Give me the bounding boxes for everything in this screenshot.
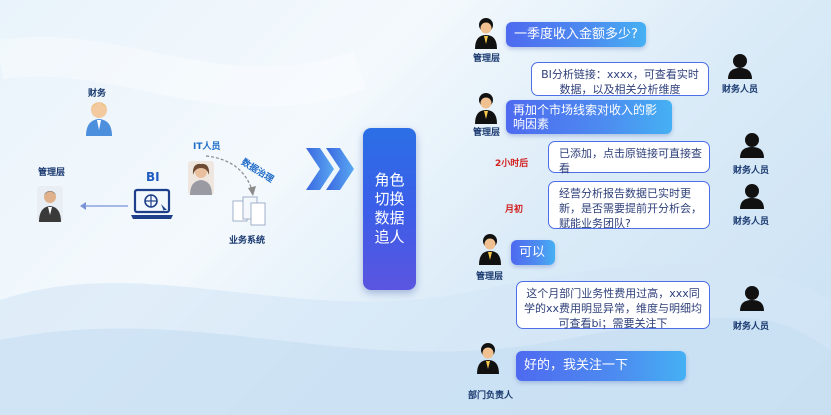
finance-person-icon bbox=[86, 102, 112, 136]
t2-label: 月初 bbox=[505, 205, 524, 215]
arrow-bi-to-manager-icon bbox=[80, 202, 128, 210]
bi-label: BI bbox=[146, 170, 160, 184]
finance-avatar-icon bbox=[728, 54, 752, 79]
q2-bubble: 再加个市场线索对收入的影响因素 bbox=[506, 100, 672, 134]
finance-avatar-icon bbox=[740, 133, 764, 158]
a1-role: 财务人员 bbox=[722, 85, 759, 95]
manager-avatar-icon bbox=[479, 234, 501, 265]
manager-label: 管理层 bbox=[38, 168, 66, 178]
business-system-label: 业务系统 bbox=[229, 236, 266, 246]
role-switch-box: 角色切换数据追人 bbox=[363, 128, 416, 290]
q1-bubble: 一季度收入金额多少? bbox=[506, 22, 646, 47]
a4-role: 财务人员 bbox=[733, 322, 770, 332]
q3-role: 管理层 bbox=[476, 272, 504, 282]
a1-bubble: BI分析链接：xxxx，可查看实时数据，以及相关分析维度 bbox=[531, 62, 709, 96]
chevrons-icon bbox=[306, 148, 354, 190]
curved-arrow-icon bbox=[205, 155, 256, 196]
q1-role: 管理层 bbox=[473, 54, 501, 64]
finance-label: 财务 bbox=[88, 89, 107, 99]
q2-role: 管理层 bbox=[473, 128, 501, 138]
manager-person-icon bbox=[37, 186, 63, 222]
q3-bubble: 可以 bbox=[511, 240, 555, 265]
documents-icon bbox=[232, 196, 266, 226]
a2-bubble: 已添加，点击原链接可直接查看 bbox=[548, 141, 710, 175]
a3-bubble: 经营分析报告数据已实时更新，是否需要提前开分析会，赋能业务团队? bbox=[548, 181, 710, 230]
finance-avatar-icon bbox=[740, 286, 764, 311]
a3-role: 财务人员 bbox=[733, 217, 770, 227]
manager-avatar-icon bbox=[477, 343, 499, 374]
a2-role: 财务人员 bbox=[733, 166, 770, 176]
finance-avatar-icon bbox=[740, 184, 764, 209]
it-label: IT人员 bbox=[193, 142, 221, 152]
a4-bubble: 这个月部门业务性费用过高，xxx同学的xx费用明显异常，维度与明细均可查看bi；… bbox=[516, 281, 710, 330]
q4-bubble: 好的，我关注一下 bbox=[516, 351, 686, 381]
it-person-icon bbox=[188, 161, 214, 195]
manager-avatar-icon bbox=[475, 93, 497, 124]
role-switch-text: 角色切换数据追人 bbox=[374, 171, 405, 246]
manager-avatar-icon bbox=[475, 18, 497, 49]
laptop-icon bbox=[131, 188, 173, 219]
t1-label: 2小时后 bbox=[495, 159, 529, 169]
q4-role: 部门负责人 bbox=[468, 391, 514, 401]
